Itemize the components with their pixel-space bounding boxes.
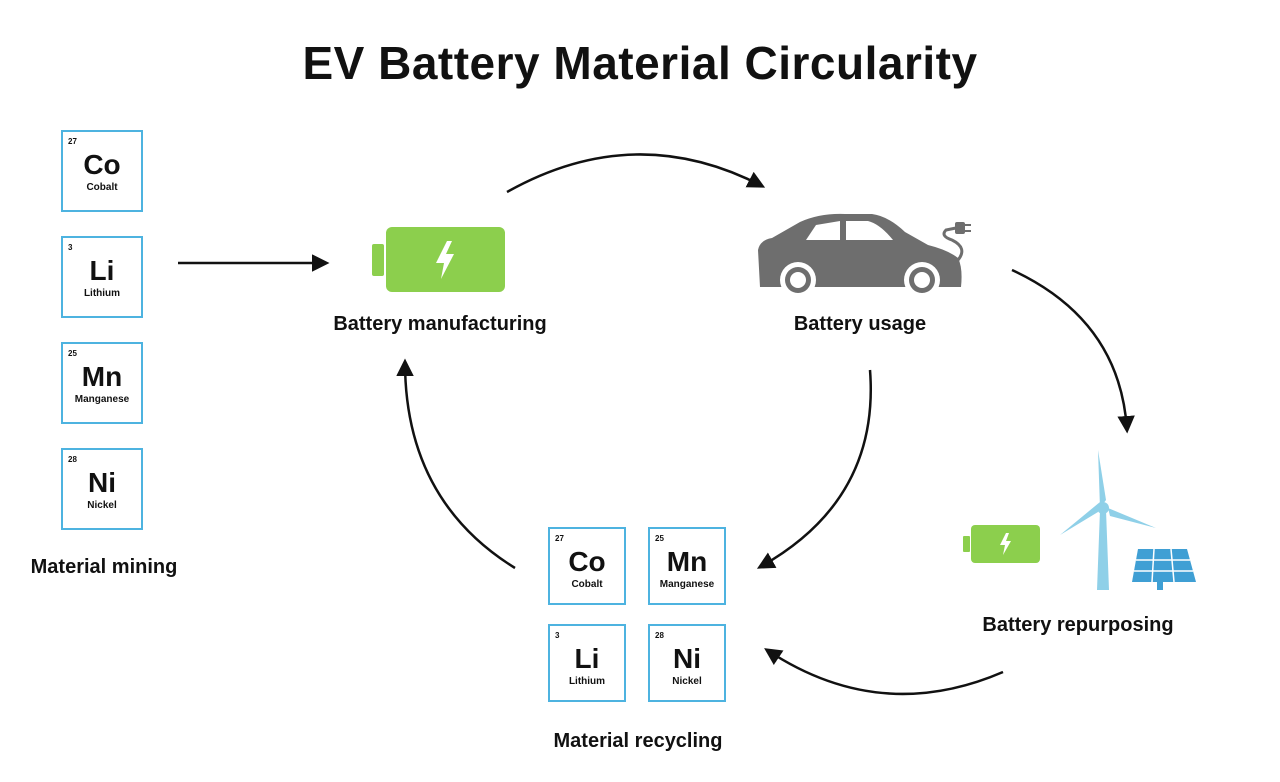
- element-name: Cobalt: [86, 182, 118, 193]
- element-tile-manganese: 25 Mn Manganese: [648, 527, 726, 605]
- element-symbol: Ni: [673, 643, 701, 674]
- element-symbol: Li: [89, 255, 115, 286]
- element-name: Nickel: [672, 676, 702, 687]
- atomic-number: 27: [68, 137, 77, 146]
- arrow-repurposing-to-recycling: [764, 648, 1004, 696]
- element-symbol: Li: [574, 643, 600, 674]
- element-symbol: Mn: [666, 546, 708, 577]
- element-name: Manganese: [659, 579, 715, 590]
- atomic-number: 25: [68, 349, 77, 358]
- element-name: Lithium: [568, 676, 606, 687]
- arrow-usage-to-recycling: [756, 369, 872, 569]
- arrow-usage-to-repurposing: [1011, 268, 1135, 434]
- atomic-number: 25: [655, 534, 664, 543]
- arrow-manufacturing-to-usage: [506, 153, 766, 194]
- atomic-number: 3: [555, 631, 560, 640]
- element-tile-lithium: 3 Li Lithium: [548, 624, 626, 702]
- element-name: Nickel: [87, 500, 117, 511]
- element-tile-lithium: 3 Li Lithium: [61, 236, 143, 318]
- diagram-title: EV Battery Material Circularity: [302, 37, 978, 89]
- element-symbol: Mn: [81, 361, 123, 392]
- element-symbol: Co: [568, 546, 606, 577]
- stage-label-manufacturing: Battery manufacturing: [333, 313, 547, 335]
- element-name: Manganese: [74, 394, 130, 405]
- element-name: Cobalt: [571, 579, 603, 590]
- element-tile-cobalt: 27 Co Cobalt: [61, 130, 143, 212]
- element-name: Lithium: [83, 288, 121, 299]
- element-tile-cobalt: 27 Co Cobalt: [548, 527, 626, 605]
- arrow-recycling-to-manufacturing: [396, 358, 516, 570]
- stage-label-recycling: Material recycling: [553, 730, 723, 752]
- element-tile-nickel: 28 Ni Nickel: [61, 448, 143, 530]
- element-symbol: Ni: [88, 467, 116, 498]
- element-tile-nickel: 28 Ni Nickel: [648, 624, 726, 702]
- stage-label-mining: Material mining: [30, 556, 178, 578]
- element-tile-manganese: 25 Mn Manganese: [61, 342, 143, 424]
- atomic-number: 28: [655, 631, 664, 640]
- atomic-number: 27: [555, 534, 564, 543]
- atomic-number: 3: [68, 243, 73, 252]
- stage-label-repurposing: Battery repurposing: [982, 614, 1174, 636]
- atomic-number: 28: [68, 455, 77, 464]
- element-symbol: Co: [83, 149, 121, 180]
- stage-label-usage: Battery usage: [793, 313, 927, 335]
